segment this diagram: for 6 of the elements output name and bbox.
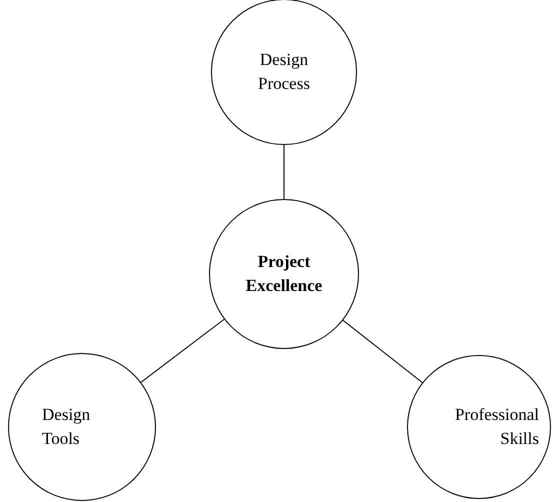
node-label: Project Excellence [244,251,324,297]
node-label: Design Tools [42,404,92,450]
connector-line [140,318,225,383]
node-label: Professional Skills [454,404,539,450]
connector-line [342,320,423,384]
node-label: Design Process [257,49,311,95]
